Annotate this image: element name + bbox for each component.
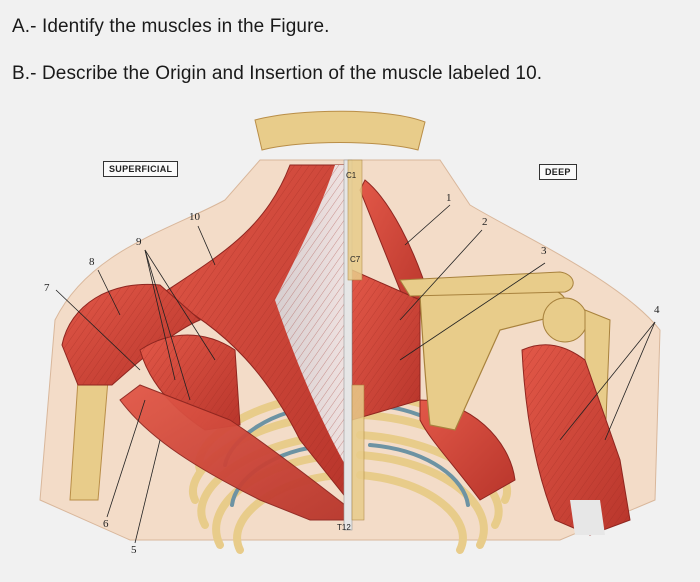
number-label-9: 9 [136,236,142,248]
number-label-7: 7 [44,282,50,294]
vertebral-column [343,159,365,531]
superficial-label: SUPERFICIAL [103,161,179,177]
question-a: A.- Identify the muscles in the Figure. [12,16,330,37]
deep-label: DEEP [539,164,577,180]
latissimus-dorsi-muscle [119,384,346,521]
triceps-tendon [570,500,605,535]
vertebra-label-c1: C1 [346,171,357,180]
vertebra-label-c7: C7 [350,255,361,264]
number-label-3: 3 [541,245,547,257]
humerus-head [542,297,588,343]
number-label-1: 1 [446,192,452,204]
clavicle-bone [399,271,574,297]
question-b: B.- Describe the Origin and Insertion of… [12,63,543,84]
number-label-2: 2 [482,216,488,228]
number-label-6: 6 [103,518,109,530]
back-muscle-anatomy-figure: C1 C7 T12 [39,110,661,554]
skull-base [254,110,426,151]
number-label-4: 4 [654,304,660,316]
number-label-10: 10 [189,211,200,223]
number-label-5: 5 [131,544,137,556]
vertebra-label-t12: T12 [337,523,351,532]
number-label-8: 8 [89,256,95,268]
leader-lines [55,204,656,544]
